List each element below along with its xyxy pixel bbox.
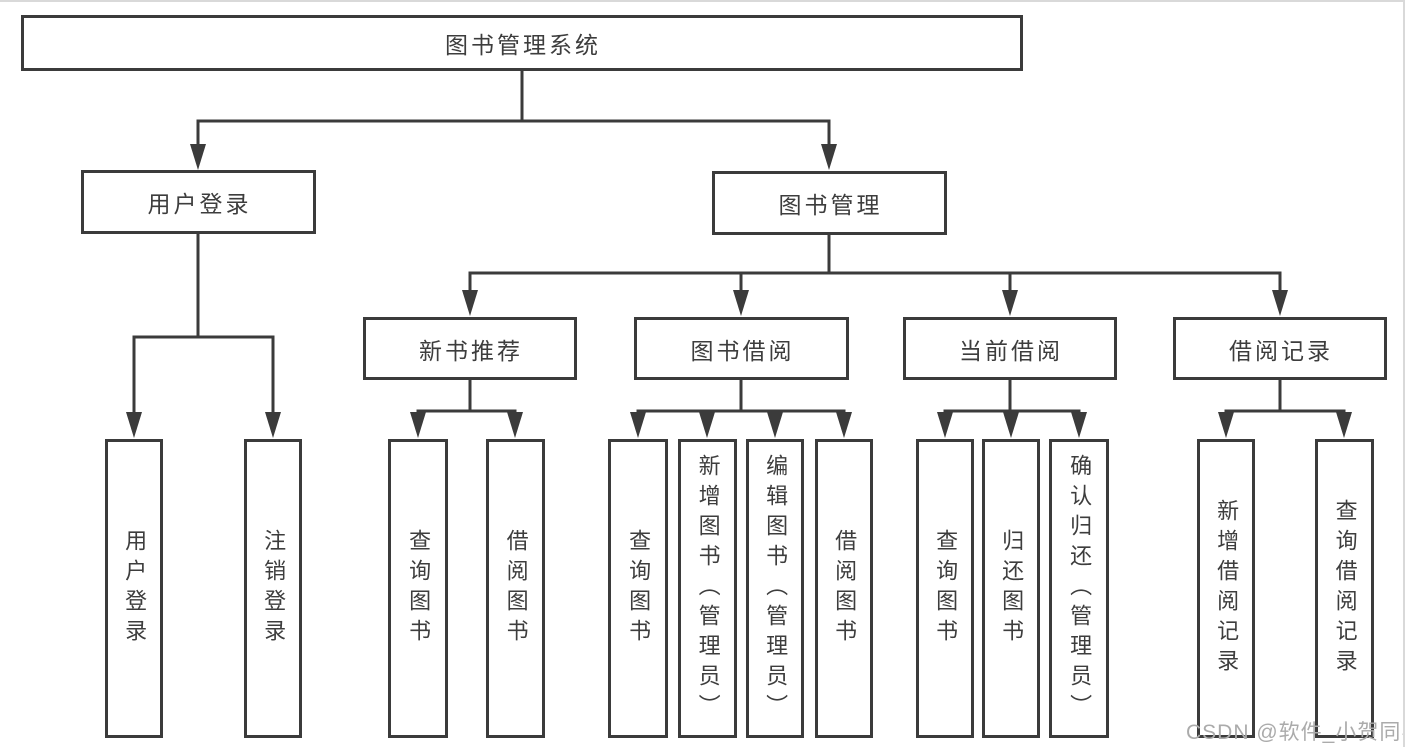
leaf-query-books-recommend: 查询图书	[388, 439, 448, 738]
leaf-add-book-admin: 新增图书（管理员）	[678, 439, 737, 738]
node-book-borrowing: 图书借阅	[634, 317, 849, 380]
leaf-query-books-borrow-label: 查询图书	[626, 528, 652, 649]
leaf-query-books-current-label: 查询图书	[933, 528, 959, 649]
leaf-borrow-books-recommend: 借阅图书	[486, 439, 545, 738]
leaf-edit-book-admin: 编辑图书（管理员）	[746, 439, 804, 738]
leaf-user-login: 用户登录	[105, 439, 163, 738]
node-new-book-recommend: 新书推荐	[363, 317, 577, 380]
leaf-borrow-books: 借阅图书	[815, 439, 873, 738]
node-current-borrowing: 当前借阅	[903, 317, 1117, 380]
node-borrowing-records-label: 借阅记录	[1229, 337, 1333, 364]
node-book-management: 图书管理	[712, 171, 947, 235]
node-root-label: 图书管理系统	[445, 32, 601, 58]
node-borrowing-records: 借阅记录	[1173, 317, 1387, 380]
node-book-borrowing-label: 图书借阅	[690, 337, 795, 364]
leaf-query-borrow-record: 查询借阅记录	[1315, 439, 1374, 738]
leaf-query-borrow-record-label: 查询借阅记录	[1332, 498, 1358, 679]
leaf-confirm-return-admin: 确认归还（管理员）	[1049, 439, 1109, 738]
node-book-management-label: 图书管理	[778, 192, 883, 218]
node-user-login-label: 用户登录	[147, 191, 252, 217]
leaf-user-login-label: 用户登录	[122, 528, 148, 649]
leaf-add-borrow-record-label: 新增借阅记录	[1214, 498, 1240, 679]
leaf-query-books-recommend-label: 查询图书	[406, 528, 432, 649]
node-new-book-recommend-label: 新书推荐	[419, 337, 523, 364]
leaf-return-book-label: 归还图书	[999, 528, 1025, 649]
leaf-borrow-books-recommend-label: 借阅图书	[503, 528, 529, 649]
node-user-login: 用户登录	[81, 170, 316, 234]
leaf-return-book: 归还图书	[982, 439, 1040, 738]
leaf-query-books-current: 查询图书	[916, 439, 974, 738]
arrowheads	[126, 144, 1352, 438]
watermark: CSDN @软件_小贺同学	[1186, 721, 1405, 744]
leaf-logout-label: 注销登录	[261, 528, 287, 649]
leaf-logout: 注销登录	[244, 439, 302, 738]
leaf-add-borrow-record: 新增借阅记录	[1197, 439, 1255, 738]
leaf-borrow-books-label: 借阅图书	[832, 528, 858, 649]
node-root: 图书管理系统	[21, 15, 1023, 71]
leaf-confirm-return-admin-label: 确认归还（管理员）	[1067, 453, 1093, 724]
leaf-query-books-borrow: 查询图书	[608, 439, 668, 738]
leaf-edit-book-admin-label: 编辑图书（管理员）	[763, 453, 789, 724]
node-current-borrowing-label: 当前借阅	[959, 337, 1063, 364]
leaf-add-book-admin-label: 新增图书（管理员）	[695, 453, 721, 724]
